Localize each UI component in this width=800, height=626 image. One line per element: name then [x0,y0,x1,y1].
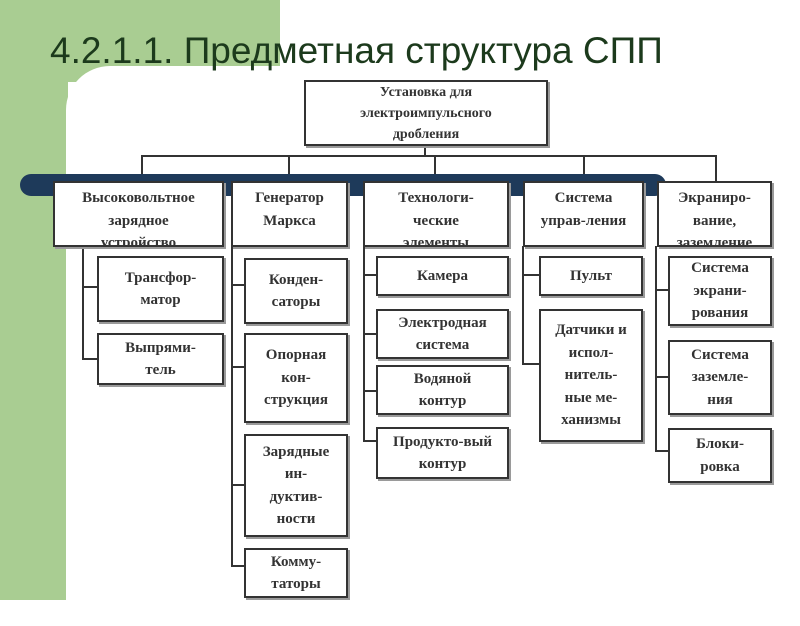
node-header-technological-elements: Технологи- ческие элементы [363,181,509,247]
node-header-control-system: Система управ-ления [523,181,644,247]
connector-branch-col5-item1 [655,289,669,291]
node-control-panel: Пульт [539,256,643,296]
connector-spine-col5 [655,246,657,452]
node-charging-inductors: Зарядные ин- дуктив- ности [244,434,348,537]
green-side-band [0,0,68,600]
node-sensors-actuators: Датчики и испол- нитель- ные ме- ханизмы [539,309,643,442]
node-support-structure: Опорная кон- струкция [244,333,348,423]
node-capacitors: Конден- саторы [244,258,348,324]
connector-drop-col3 [434,155,436,182]
connector-branch-col2-item2 [231,366,245,368]
node-electrode-system: Электродная система [376,309,509,359]
node-grounding-system: Система заземле- ния [668,340,772,415]
node-header-shielding-grounding: Экраниро- вание, заземление [657,181,772,247]
connector-horizontal-top [141,155,717,157]
node-root: Установка для электроимпульсного дроблен… [304,80,548,146]
node-chamber: Камера [376,256,509,296]
connector-spine-col2 [231,246,233,566]
connector-branch-col1-item2 [82,358,98,360]
connector-branch-col2-item3 [231,484,245,486]
node-interlock: Блоки- ровка [668,428,772,483]
node-shielding-system: Система экрани- рования [668,256,772,326]
connector-branch-col3-item3 [363,390,377,392]
connector-branch-col4-item2 [522,363,540,365]
connector-root-down [424,145,426,156]
connector-branch-col3-item1 [363,274,377,276]
connector-drop-col5 [715,155,717,182]
node-transformer: Трансфор- матор [97,256,224,322]
connector-branch-col3-item4 [363,440,377,442]
node-header-charging-device: Высоковольтное зарядное устройство [53,181,224,247]
connector-spine-col1 [82,246,84,360]
connector-drop-col1 [141,155,143,182]
connector-branch-col2-item4 [231,565,245,567]
node-product-circuit: Продукто-вый контур [376,427,509,479]
connector-drop-col2 [288,155,290,182]
connector-spine-col3 [363,246,365,442]
node-switches: Комму- таторы [244,548,348,598]
connector-spine-col4 [522,246,524,365]
connector-branch-col4-item1 [522,274,540,276]
connector-drop-col4 [583,155,585,182]
connector-branch-col2-item1 [231,284,245,286]
connector-branch-col1-item1 [82,286,98,288]
node-water-circuit: Водяной контур [376,365,509,415]
connector-branch-col5-item2 [655,376,669,378]
slide-title: 4.2.1.1. Предметная структура СПП [50,30,663,71]
node-header-marx-generator: Генератор Маркса [231,181,348,247]
connector-branch-col5-item3 [655,450,669,452]
connector-branch-col3-item2 [363,333,377,335]
node-rectifier: Выпрями- тель [97,333,224,385]
